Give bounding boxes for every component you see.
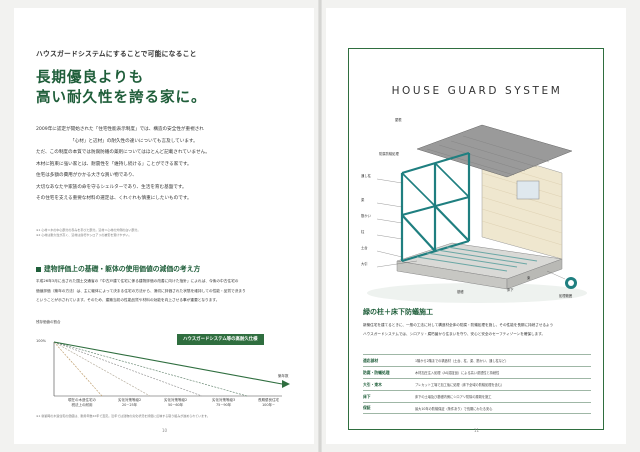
spec-value: 1階から2階までの構造材（土台、柱、梁、筋かい、通し柱など） bbox=[415, 359, 509, 363]
x-label-line: 劣化対策等級2 bbox=[118, 398, 142, 402]
x-label-line: 20~25年 bbox=[121, 403, 138, 407]
window bbox=[516, 180, 540, 200]
headline: 長期優良よりも 高い耐久性を誇る家に。 bbox=[36, 68, 296, 108]
label-underfloor: 床下 bbox=[507, 288, 514, 292]
page-gutter bbox=[318, 0, 322, 452]
section-title-right: 緑の柱＋床下防蟻施工 bbox=[363, 308, 433, 316]
green-frame bbox=[400, 151, 471, 263]
chart-footnote: ※1 新築時の木造住宅の価値は、耐用年数22年で査定。近年では建物の劣化状況を評… bbox=[36, 414, 210, 418]
spec-key: 保証 bbox=[363, 405, 371, 410]
spec-value: 最大10年の防蟻保証（条件あり）で長期にわたる安心 bbox=[415, 406, 493, 411]
body-text: 2009年に認定が開始された「住宅性能表示制度」では、構造の安全性が重視され 「… bbox=[36, 125, 301, 206]
spec-value: 床下の土壌及び基礎内側にシロアリ防除の薬剤を施工 bbox=[415, 395, 492, 399]
y-top-label: 100% bbox=[36, 339, 47, 343]
house-illustration bbox=[367, 124, 587, 303]
decline-line-2 bbox=[53, 341, 151, 397]
x-label-line: 税法上の耐用 bbox=[71, 403, 93, 407]
spec-key: 大引・束木 bbox=[363, 381, 382, 387]
paragraph: その住宅を支える重要な材料の選定は、くれぐれも慎重にしたいものです。 bbox=[36, 196, 192, 201]
paragraph: 大切なあなたや家族の命を守るシェルターであり、生活を育む基盤です。 bbox=[36, 184, 187, 190]
spec-row: 防腐・防蟻処理 木材加圧注入処理（AQ認証品）による高い浸透性と持続性 bbox=[363, 366, 591, 378]
paragraph: 「心材」と辺材」の耐久性の違いについても言及しています。 bbox=[70, 138, 198, 144]
paragraph: ただ、この制度の本質では防腐防蟻の薬剤についてはほとんど記載されていません。 bbox=[36, 150, 210, 155]
footnote: ※1 心材＝木の中心部分の赤みを帯びた部分。辺材＝心材の外側の白い部分。 bbox=[36, 228, 141, 232]
x-label-line: 100年~ bbox=[261, 403, 276, 407]
system-title: HOUSE GUARD SYSTEM bbox=[391, 85, 563, 97]
decline-line-3 bbox=[53, 341, 203, 397]
spec-key: 床下 bbox=[363, 393, 371, 399]
spec-table: 適応部材 1階から2階までの構造材（土台、柱、梁、筋かい、通し柱など） 防腐・防… bbox=[363, 354, 591, 414]
spec-key: 適応部材 bbox=[363, 357, 379, 363]
x-label-line: 劣化対策等級3 bbox=[212, 398, 236, 402]
x-label-1: 現在の木造住宅の 税法上の耐用 bbox=[68, 398, 96, 408]
paragraph: ハウスガードシステムでは、シロアリ・腐朽菌から住まいを守り、安心と安全のセーフテ… bbox=[363, 332, 546, 336]
footnotes: ※1 心材＝木の中心部分の赤みを帯びた部分。辺材＝心材の外側の白い部分。 ※2 … bbox=[36, 228, 301, 238]
label-roof: 屋根 bbox=[395, 118, 402, 122]
house-guard-frame: HOUSE GUARD SYSTEM bbox=[348, 48, 604, 430]
spec-row: 床下 床下の土壌及び基礎内側にシロアリ防除の薬剤を施工 bbox=[363, 390, 591, 402]
ground-shadow bbox=[367, 283, 587, 303]
headline-line-1: 長期優良よりも bbox=[36, 69, 145, 86]
lead-text: ハウスガードシステムにすることで可能になること bbox=[36, 50, 197, 58]
x-label-line: 75~90年 bbox=[215, 403, 232, 407]
spec-value: 木材加圧注入処理（AQ認証品）による高い浸透性と持続性 bbox=[415, 371, 500, 375]
label-brace: 筋かい bbox=[361, 214, 371, 218]
x-label-line: 現在の木造住宅の bbox=[68, 398, 96, 402]
label-beam: 梁 bbox=[361, 198, 365, 202]
arrow-head-icon bbox=[282, 380, 290, 388]
roof bbox=[416, 124, 573, 178]
paragraph: ということが示されています。そのため、建築当初の性能品質や材料の効能を向上させる… bbox=[36, 298, 220, 302]
page-number-left: 10 bbox=[162, 428, 168, 433]
label-treatment: 防腐防蟻処理 bbox=[379, 152, 399, 156]
section-body: 平成26年3月に出された国土交通省の「中古戸建て住宅に係る建物評価の改善に向けた… bbox=[36, 278, 304, 307]
x-axis-title: 築年数 bbox=[278, 374, 289, 378]
section-body-right: 新築住宅を建てるときに、一般の工法に対して構造材全体の防腐・防蟻処理を施し、その… bbox=[363, 322, 591, 340]
x-label-4: 劣化対策等級3 75~90年 bbox=[212, 398, 235, 408]
y-axis-title: 残存価値の割合 bbox=[36, 320, 61, 324]
label-column: 柱 bbox=[361, 230, 365, 234]
spec-row: 大引・束木 プレカット工場で加工後に処理（床下全域の防蟻処理を含む） bbox=[363, 378, 591, 390]
label-foundation: 基礎 bbox=[457, 290, 464, 294]
section-title: 建物評価上の基礎・躯体の使用価値の減価の考え方 bbox=[36, 263, 200, 273]
paragraph: 2009年に認定が開始された「住宅性能表示制度」では、構造の安全性が重視され bbox=[36, 127, 204, 132]
x-label-line: 劣化対策等級2 bbox=[164, 398, 188, 402]
x-label-line: 長期優良住宅 bbox=[258, 398, 279, 402]
paragraph: 平成26年3月に出された国土交通省の「中古戸建て住宅に係る建物評価の改善に向けた… bbox=[36, 279, 239, 283]
footnote: ※2 心材は耐久性が高く、辺材は腐朽やシロアリの被害を受けやすい。 bbox=[36, 233, 132, 237]
x-label-3: 劣化対策等級2 50~60年 bbox=[164, 398, 187, 408]
label-range: 処理範囲 bbox=[559, 294, 573, 298]
spec-row: 適応部材 1階から2階までの構造材（土台、柱、梁、筋かい、通し柱など） bbox=[363, 354, 591, 366]
section-title-text: 建物評価上の基礎・躯体の使用価値の減価の考え方 bbox=[44, 265, 201, 273]
spec-row: 保証 最大10年の防蟻保証（条件あり）で長期にわたる安心 bbox=[363, 402, 591, 414]
right-page: HOUSE GUARD SYSTEM bbox=[326, 8, 626, 444]
x-label-line: 50~60年 bbox=[167, 403, 184, 407]
chart-svg bbox=[53, 341, 290, 397]
x-label-2: 劣化対策等級2 20~25年 bbox=[118, 398, 141, 408]
left-page: ハウスガードシステムにすることで可能になること 長期優良よりも 高い耐久性を誇る… bbox=[14, 8, 314, 444]
depreciation-chart: 残存価値の割合 100% ハウスガードシステム等の高耐久仕様 築年数 現在の木造… bbox=[32, 314, 312, 414]
square-bullet-icon bbox=[36, 266, 41, 272]
house-structure-diagram: 屋根 通し柱 梁 筋かい 柱 土台 大引 防腐防蟻処理 基礎 床下 束 処理範囲 bbox=[357, 111, 597, 311]
headline-line-2: 高い耐久性を誇る家に。 bbox=[36, 89, 207, 106]
paragraph: 木材に抱束に強い家とは、耐震性を「維持し続ける」ことができる家です。 bbox=[36, 161, 192, 167]
label-sill: 土台 bbox=[361, 246, 368, 250]
high-durability-line bbox=[53, 341, 283, 385]
chart-banner: ハウスガードシステム等の高耐久仕様 bbox=[177, 334, 264, 345]
paragraph: 価値評価（築年の方法）は、主に躯体によって決まる住宅の方法から、適切に評価された… bbox=[36, 288, 246, 293]
paragraph: 新築住宅を建てるときに、一般の工法に対して構造材全体の防腐・防蟻処理を施し、その… bbox=[363, 323, 554, 327]
decline-line-1 bbox=[53, 341, 103, 397]
floor-joists bbox=[416, 246, 538, 272]
x-label-5: 長期優良住宅 100年~ bbox=[258, 398, 279, 408]
label-post: 束 bbox=[527, 276, 531, 280]
page-number-right: 11 bbox=[474, 428, 480, 433]
spec-key: 防腐・防蟻処理 bbox=[363, 369, 390, 375]
decline-line-4 bbox=[53, 341, 248, 397]
paragraph: 住宅は多額の費用がかかる大きな買い物であり、 bbox=[36, 173, 137, 178]
label-floor-beam: 大引 bbox=[361, 262, 368, 266]
spec-value: プレカット工場で加工後に処理（床下全域の防蟻処理を含む） bbox=[415, 383, 505, 387]
label-through-column: 通し柱 bbox=[361, 174, 371, 178]
